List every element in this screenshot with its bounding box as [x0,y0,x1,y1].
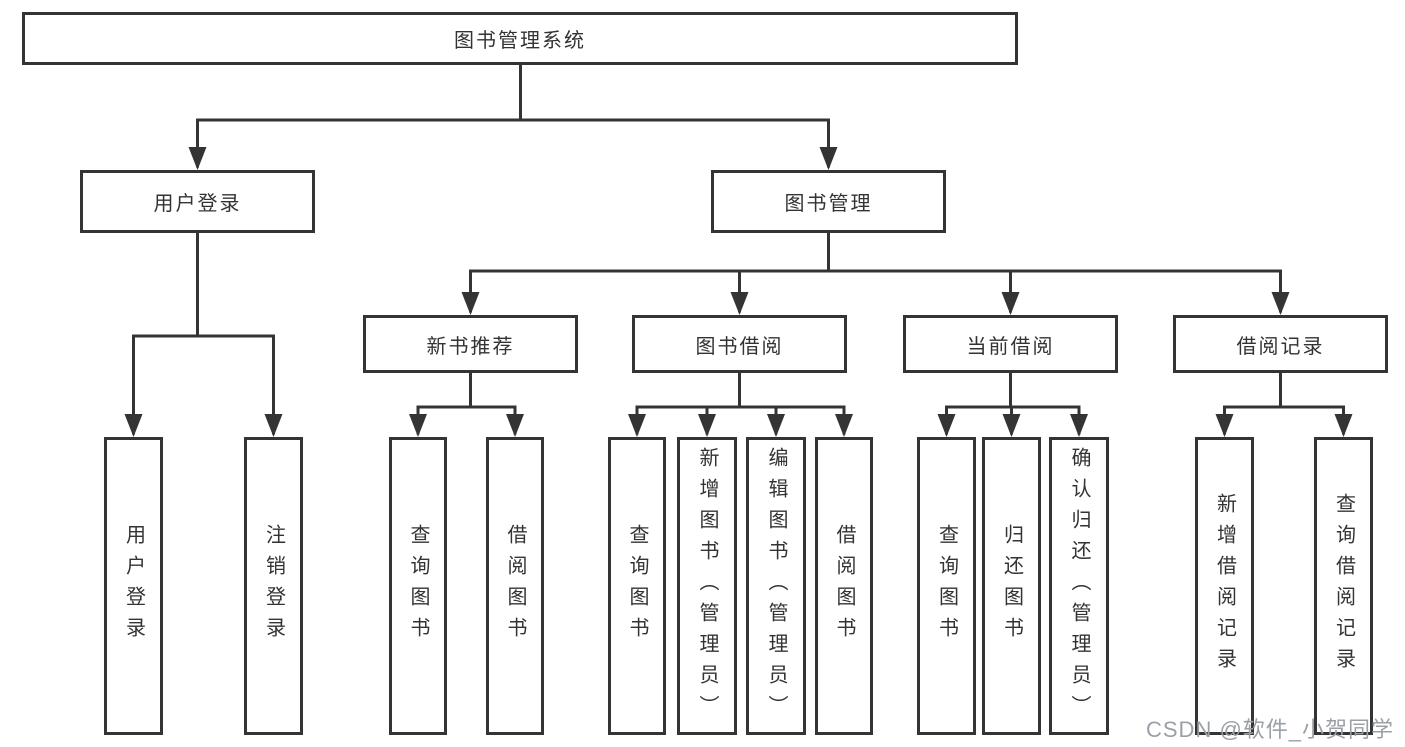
node-label: 用户登录 [153,193,242,215]
node-user-login: 用户登录 [80,170,315,233]
arrow-down-icon [1070,414,1088,437]
connector-line [469,231,1282,313]
node-label: 借阅图书 [833,524,855,648]
node-library-system: 图书管理系统 [22,12,1018,65]
connector-line [635,371,846,435]
node-current-borrowing: 当前借阅 [903,315,1118,373]
arrow-down-icon [1215,414,1234,437]
node-label: 注销登录 [262,524,285,648]
node-new-book-recommendation: 新书推荐 [363,315,578,373]
node-logout-action: 注销登录 [244,437,303,735]
node-label: 借阅记录 [1236,335,1325,358]
connector-line [196,63,830,168]
node-return-books: 归还图书 [982,437,1041,735]
node-label: 图书管理 [784,193,873,215]
node-label: 确认归还（管理员） [1068,446,1090,726]
node-add-borrow-record: 新增借阅记录 [1195,437,1254,735]
node-borrow-books: 借阅图书 [815,437,873,735]
node-query-books: 查询图书 [917,437,976,735]
arrow-down-icon [767,414,785,437]
arrow-down-icon [124,414,143,437]
connector-line [1223,371,1345,435]
arrow-down-icon [1002,414,1021,437]
connector-current-borrowing-to-children [937,371,1088,437]
arrow-down-icon [1001,292,1020,315]
node-book-borrowing: 图书借阅 [632,315,847,373]
node-borrow-books: 借阅图书 [486,437,544,735]
node-query-borrow-record: 查询借阅记录 [1314,437,1373,735]
connector-new-book-recommendation-to-children [409,371,524,437]
arrow-down-icon [1334,414,1353,437]
arrow-down-icon [698,414,716,437]
connector-book-borrowing-to-children [628,371,853,437]
node-book-management: 图书管理 [711,170,946,233]
arrow-down-icon [461,292,480,315]
watermark: CSDN @软件_小贺同学 [1146,717,1395,742]
node-label: 查询图书 [935,524,958,648]
node-borrowing-records: 借阅记录 [1173,315,1388,373]
arrow-down-icon [1271,292,1290,315]
arrow-down-icon [409,414,427,437]
arrow-down-icon [506,414,524,437]
node-user-login-action: 用户登录 [104,437,163,735]
node-label: 查询借阅记录 [1332,493,1355,679]
node-label: 新增图书（管理员） [696,446,718,726]
arrow-down-icon [628,414,646,437]
node-label: 编辑图书（管理员） [765,446,787,726]
node-label: 归还图书 [1000,524,1023,648]
node-confirm-return-admin: 确认归还（管理员） [1049,437,1109,735]
node-label: 查询图书 [626,524,648,648]
node-label: 图书管理系统 [454,30,586,52]
connector-book-management-to-level3 [461,231,1290,315]
node-label: 查询图书 [407,524,429,648]
arrow-down-icon [835,414,853,437]
node-label: 图书借阅 [695,335,784,358]
connector-line [132,231,275,435]
node-label: 新增借阅记录 [1213,493,1236,679]
arrow-down-icon [188,147,207,170]
arrow-down-icon [264,414,283,437]
connector-user-login-to-children [124,231,283,437]
arrow-down-icon [819,147,838,170]
arrow-down-icon [937,414,956,437]
connector-line [416,371,517,435]
node-label: 借阅图书 [504,524,526,648]
arrow-down-icon [730,292,749,315]
node-edit-books-admin: 编辑图书（管理员） [746,437,806,735]
node-query-books: 查询图书 [608,437,666,735]
connector-root-to-level2 [188,63,838,170]
node-query-books: 查询图书 [389,437,447,735]
node-label: 新书推荐 [426,335,515,358]
node-label: 当前借阅 [966,335,1055,358]
node-label: 用户登录 [122,524,145,648]
connector-borrowing-records-to-children [1215,371,1353,437]
node-add-books-admin: 新增图书（管理员） [677,437,737,735]
